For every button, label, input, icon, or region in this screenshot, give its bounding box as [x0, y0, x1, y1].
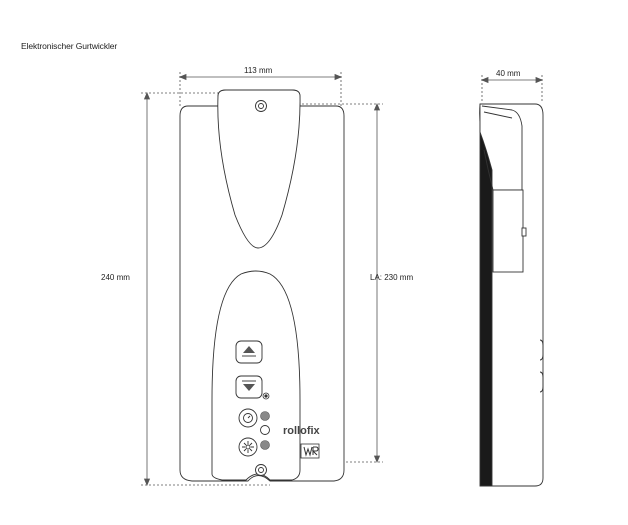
width-label: 113 mm — [244, 66, 273, 75]
down-button[interactable] — [235, 375, 263, 399]
la-label: LA: 230 mm — [370, 273, 413, 282]
height-dimension — [141, 91, 270, 487]
page-title: Elektronischer Gurtwickler — [21, 41, 118, 51]
brand-mark-icon — [300, 443, 320, 459]
led-indicator-1 — [260, 411, 270, 421]
up-button[interactable] — [235, 340, 263, 364]
clock-button[interactable] — [238, 408, 258, 428]
led-indicator-2 — [260, 440, 270, 450]
device-front-view — [179, 89, 345, 482]
width-dimension — [178, 72, 343, 108]
sensor-icon — [262, 392, 270, 400]
device-side-view — [479, 103, 544, 487]
depth-dimension — [480, 75, 544, 102]
manual-button[interactable] — [260, 425, 270, 435]
depth-label: 40 mm — [496, 69, 521, 78]
height-label: 240 mm — [101, 273, 130, 282]
sun-button[interactable] — [238, 437, 258, 457]
brand-logo-text: rollofix — [283, 425, 321, 437]
